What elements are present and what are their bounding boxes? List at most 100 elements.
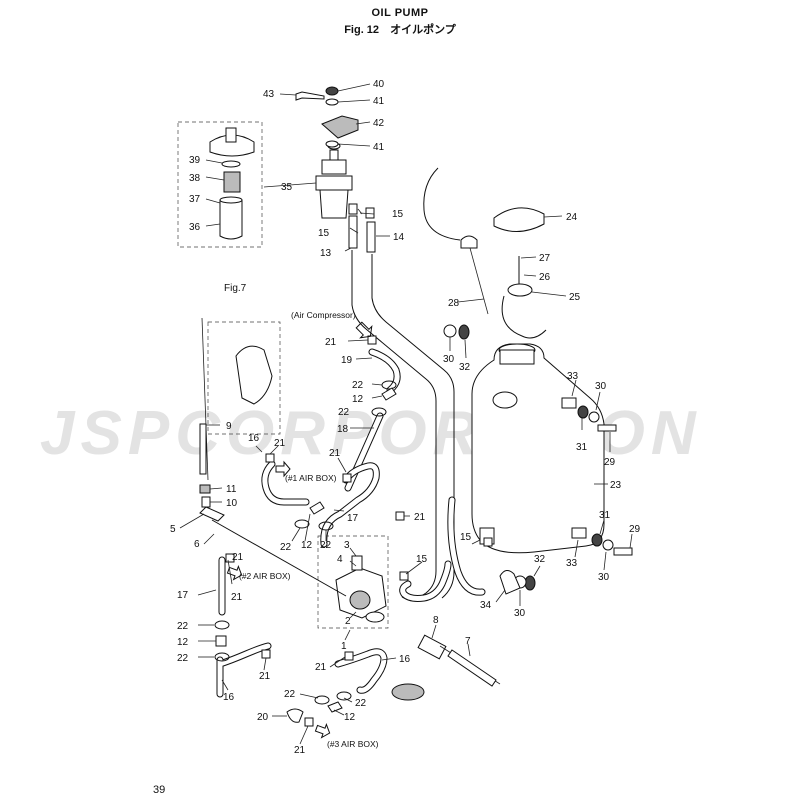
callout-39: 39 [189, 155, 201, 166]
callout-5: 5 [170, 524, 176, 535]
callout-35: 35 [281, 182, 293, 193]
callout-29-bottom: 29 [629, 524, 641, 535]
callout-27: 27 [539, 253, 551, 264]
flow-arrows [226, 321, 373, 739]
fig7-throttle-cam [235, 345, 273, 405]
joint-20 [286, 708, 304, 723]
page-number: 39 [153, 784, 166, 796]
callout-12-b: 12 [301, 540, 313, 551]
callout-23: 23 [610, 480, 622, 491]
rod-end-10 [201, 496, 211, 508]
grommet-32-bottom [524, 575, 536, 591]
filter-kit-box [177, 121, 263, 248]
bolt [295, 91, 325, 101]
callout-41-lower: 41 [373, 142, 385, 153]
callout-15-pump: 15 [416, 554, 428, 565]
drive-gear [447, 649, 497, 687]
callout-34: 34 [480, 600, 492, 611]
callout-19: 19 [341, 355, 353, 366]
oil-pump-box [317, 535, 389, 629]
hose-14 [366, 221, 376, 253]
callout-22-c: 22 [280, 542, 292, 553]
air-box-2-note: (#2 AIR BOX) [239, 571, 291, 581]
callout-4: 4 [337, 554, 343, 565]
bracket [321, 115, 359, 139]
washer [325, 98, 339, 106]
callout-14: 14 [393, 232, 405, 243]
callout-31-top: 31 [576, 442, 588, 453]
washer-lower [325, 140, 339, 148]
strainer-band [501, 295, 547, 339]
collar-33-top [561, 397, 577, 409]
callout-42: 42 [373, 118, 385, 129]
callout-31-bottom: 31 [599, 510, 611, 521]
bolt-29-bottom [613, 547, 633, 556]
callout-21-e: 21 [231, 592, 243, 603]
callout-30-top: 30 [443, 354, 455, 365]
figure-caption: Fig. 12 オイルポンプ [0, 21, 800, 37]
callout-28: 28 [448, 298, 460, 309]
callout-22-d: 22 [320, 540, 332, 551]
gauge-wire [423, 167, 461, 241]
callout-2: 2 [345, 616, 351, 627]
check-valves [215, 387, 397, 713]
lever-5 [199, 506, 225, 522]
supply-line-a [351, 250, 437, 600]
grommet-32-top [458, 324, 470, 340]
callout-21-compressor: 21 [325, 337, 337, 348]
callout-30-bottom: 30 [514, 608, 526, 619]
callout-21-h: 21 [294, 745, 306, 756]
callout-16-c: 16 [399, 654, 411, 665]
callout-38: 38 [189, 173, 201, 184]
callout-43: 43 [263, 89, 275, 100]
air-compressor-note: (Air Compressor) [291, 310, 356, 320]
callout-32-top: 32 [459, 362, 471, 373]
oil-hoses [216, 348, 486, 698]
callout-21-f: 21 [259, 671, 271, 682]
control-rod [201, 317, 209, 481]
callout-22-g: 22 [284, 689, 296, 700]
air-box-1-note: (#1 AIR BOX) [285, 473, 337, 483]
strainer-ring [507, 283, 533, 297]
collar-31-top [577, 405, 589, 419]
callout-15-left: 15 [318, 228, 330, 239]
callout-33-bottom: 33 [566, 558, 578, 569]
callout-12-d: 12 [344, 712, 356, 723]
callout-33-top: 33 [567, 371, 579, 382]
callout-26: 26 [539, 272, 551, 283]
callout-16-b: 16 [223, 692, 235, 703]
callout-9: 9 [226, 421, 232, 432]
callout-labels: 40 41 42 41 43 35 39 38 37 36 15 15 14 1… [170, 79, 641, 756]
callout-15-top: 15 [392, 209, 404, 220]
clamp [499, 570, 521, 595]
tank-cap [493, 207, 545, 232]
page-title: OIL PUMP [371, 7, 429, 19]
callout-30-right: 30 [595, 381, 607, 392]
fitting-15a [348, 203, 358, 215]
fitting-15b [365, 207, 375, 219]
rod-joint-11 [199, 484, 211, 494]
callout-13: 13 [320, 248, 332, 259]
callout-22-f: 22 [177, 653, 189, 664]
callout-40: 40 [373, 79, 385, 90]
hose-clips [225, 335, 493, 727]
gauge-rod [469, 247, 489, 315]
collar-33-bottom [571, 527, 587, 539]
callout-30-bottom-right: 30 [598, 572, 610, 583]
coupling [417, 634, 447, 660]
fig7-reference-box [207, 321, 281, 435]
callout-41-top: 41 [373, 96, 385, 107]
callout-29-top: 29 [604, 457, 616, 468]
link-6 [211, 519, 347, 597]
callout-25: 25 [569, 292, 581, 303]
oil-filter-assembly [315, 142, 353, 219]
callout-32-bottom: 32 [534, 554, 546, 565]
callout-21-c: 21 [414, 512, 426, 523]
air-box-3-note: (#3 AIR BOX) [327, 739, 379, 749]
nut [325, 86, 339, 96]
callout-21-g: 21 [315, 662, 327, 673]
callout-10: 10 [226, 498, 238, 509]
supply-line-b [371, 254, 455, 599]
